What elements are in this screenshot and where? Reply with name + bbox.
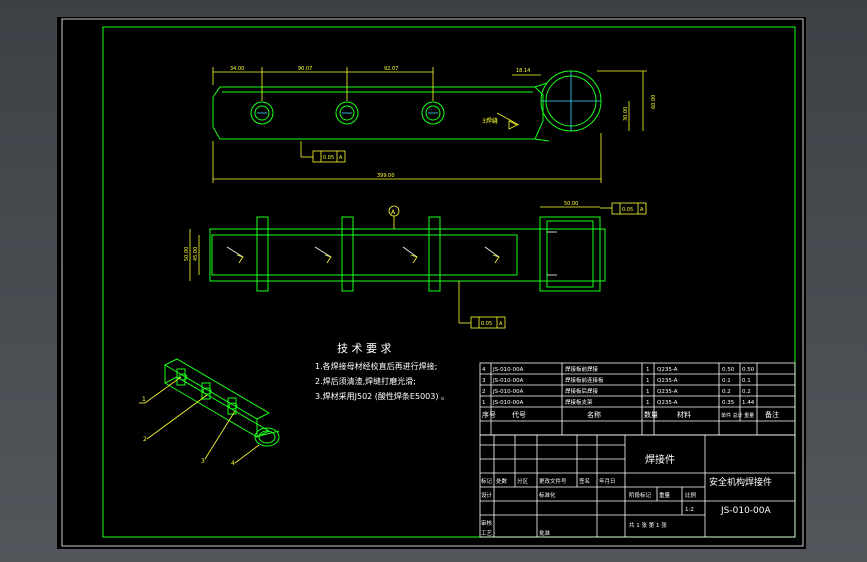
hole-2 xyxy=(335,101,359,125)
hole-1 xyxy=(250,101,274,125)
svg-text:代号: 代号 xyxy=(512,410,526,419)
svg-text:数量: 数量 xyxy=(644,410,658,419)
dim-flat-width: 50.00 xyxy=(564,201,578,207)
dim-side-h1: 50.00 xyxy=(184,247,190,261)
svg-text:JS-010-00A: JS-010-00A xyxy=(492,367,524,373)
inner-frame xyxy=(102,26,796,538)
dim-height-inner: 30.00 xyxy=(623,107,629,121)
svg-text:4: 4 xyxy=(482,367,486,373)
tolerance-frame-3 xyxy=(470,316,506,329)
dim-top-mid1: 90.07 xyxy=(298,66,312,72)
tech-requirements: 技 术 要 求 1.各焊接母材经校直后再进行焊接; 2.焊后须清渣,焊缝打磨光滑… xyxy=(315,342,449,401)
dim-top-mid2: 92.07 xyxy=(384,66,398,72)
svg-text:1.44: 1.44 xyxy=(742,400,755,406)
svg-text:审核: 审核 xyxy=(481,519,493,527)
svg-text:Q235-A: Q235-A xyxy=(657,389,678,395)
svg-text:1: 1 xyxy=(646,389,650,395)
part-name: 焊接件 xyxy=(645,453,675,466)
svg-text:0.1: 0.1 xyxy=(742,378,751,384)
svg-text:0.2: 0.2 xyxy=(742,389,751,395)
svg-text:1: 1 xyxy=(646,367,650,373)
balloon-2: 2 xyxy=(143,436,147,443)
company-name: 安全机构焊接件 xyxy=(709,476,772,488)
balloon-1: 1 xyxy=(142,396,146,403)
svg-text:Q235-A: Q235-A xyxy=(657,367,678,373)
svg-text:比例: 比例 xyxy=(685,491,697,499)
svg-text:0.1: 0.1 xyxy=(722,378,731,384)
svg-text:A: A xyxy=(640,207,644,213)
svg-text:2: 2 xyxy=(482,389,486,395)
dim-height-right: 60.00 xyxy=(651,95,657,109)
drawing-number: JS-010-00A xyxy=(720,506,771,516)
tech-item-2: 2.焊后须清渣,焊缝打磨光滑; xyxy=(315,376,416,386)
isometric-view: 1 2 3 4 xyxy=(139,358,280,467)
dim-side-h2: 45.00 xyxy=(193,247,199,261)
svg-text:1: 1 xyxy=(646,400,650,406)
svg-text:材料: 材料 xyxy=(677,410,691,419)
svg-text:年月日: 年月日 xyxy=(599,477,616,485)
tech-item-3: 3.焊材采用J502 (酸性焊条E5003) 。 xyxy=(315,391,449,401)
svg-text:1:2: 1:2 xyxy=(685,507,694,513)
svg-text:3: 3 xyxy=(482,378,486,384)
outer-frame xyxy=(61,18,804,547)
svg-text:签名: 签名 xyxy=(579,477,590,485)
svg-text:0.05: 0.05 xyxy=(481,321,492,327)
svg-text:0.05: 0.05 xyxy=(622,207,633,213)
svg-text:设计: 设计 xyxy=(481,491,493,499)
tolerance-frame-1 xyxy=(312,150,346,163)
svg-text:共 1 张 第 1 张: 共 1 张 第 1 张 xyxy=(629,521,667,529)
drawing-sheet[interactable]: 34.00 90.07 92.07 18.14 399.00 60.00 30.… xyxy=(57,17,806,549)
svg-text:工艺: 工艺 xyxy=(481,530,493,537)
svg-text:单件 总计 重量: 单件 总计 重量 xyxy=(721,412,754,419)
svg-text:0.50: 0.50 xyxy=(742,367,755,373)
balloon-4: 4 xyxy=(231,460,235,467)
title-block: 焊接件 安全机构焊接件 JS-010-00A 标记 处数 分区 更改文件号 签名… xyxy=(479,434,796,538)
svg-text:A: A xyxy=(499,321,503,327)
svg-text:JS-010-00A: JS-010-00A xyxy=(492,400,524,406)
svg-text:序号: 序号 xyxy=(482,410,496,419)
svg-text:1: 1 xyxy=(482,400,486,406)
svg-text:0.35: 0.35 xyxy=(722,400,735,406)
cad-drawing: 34.00 90.07 92.07 18.14 399.00 60.00 30.… xyxy=(61,18,804,547)
svg-text:处数: 处数 xyxy=(496,477,508,485)
dim-overall: 399.00 xyxy=(377,173,395,179)
svg-text:Q235-A: Q235-A xyxy=(657,400,678,406)
svg-text:焊接板支架: 焊接板支架 xyxy=(565,398,593,406)
side-view: A 50.00 50.00 45.00 0.05 A xyxy=(184,201,647,329)
dim-top-left: 34.00 xyxy=(230,66,244,72)
dim-top-right: 18.14 xyxy=(516,68,530,74)
hole-3 xyxy=(421,101,445,125)
bom-table: 4 JS-010-00A 焊接板前焊接 1 Q235-A 0.50 0.50 3… xyxy=(479,362,796,436)
svg-text:批准: 批准 xyxy=(539,529,551,537)
svg-text:1: 1 xyxy=(646,378,650,384)
svg-text:A: A xyxy=(391,209,396,216)
svg-text:备注: 备注 xyxy=(765,410,779,419)
svg-text:标记: 标记 xyxy=(481,477,493,485)
svg-text:0.50: 0.50 xyxy=(722,367,735,373)
svg-text:分区: 分区 xyxy=(517,477,529,485)
svg-text:JS-010-00A: JS-010-00A xyxy=(492,389,524,395)
tech-item-1: 1.各焊接母材经校直后再进行焊接; xyxy=(315,361,437,371)
svg-text:0.05: 0.05 xyxy=(323,155,334,161)
weld-note: 3焊缝 xyxy=(482,117,498,125)
svg-text:重量: 重量 xyxy=(659,491,671,499)
svg-text:Q235-A: Q235-A xyxy=(657,378,678,384)
svg-text:焊接板前连接板: 焊接板前连接板 xyxy=(565,376,604,384)
svg-text:焊接板前焊接: 焊接板前焊接 xyxy=(565,365,599,373)
svg-text:更改文件号: 更改文件号 xyxy=(539,477,567,485)
svg-text:JS-010-00A: JS-010-00A xyxy=(492,378,524,384)
svg-text:焊接板后焊接: 焊接板后焊接 xyxy=(565,387,599,395)
tech-title: 技 术 要 求 xyxy=(337,342,392,355)
front-view: 34.00 90.07 92.07 18.14 399.00 60.00 30.… xyxy=(212,66,657,183)
svg-text:0.2: 0.2 xyxy=(722,389,731,395)
balloon-3: 3 xyxy=(201,458,205,465)
svg-text:A: A xyxy=(339,155,343,161)
tolerance-frame-2 xyxy=(611,202,647,215)
svg-text:阶段标记: 阶段标记 xyxy=(629,491,652,499)
svg-text:标准化: 标准化 xyxy=(539,491,556,499)
svg-text:名称: 名称 xyxy=(587,410,601,419)
